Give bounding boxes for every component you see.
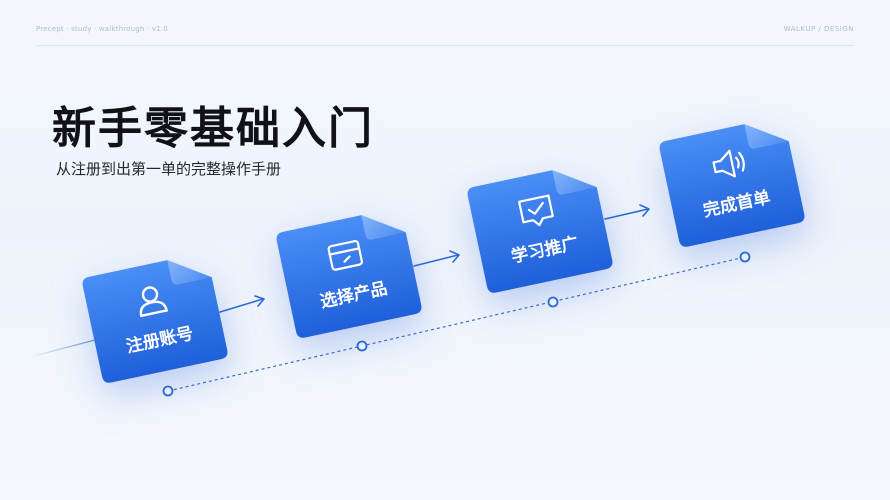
timeline-node-1 [162, 385, 174, 397]
header-left-text: Precept · study · walkthrough · v1.0 [36, 25, 168, 33]
chat-check-icon [517, 194, 554, 227]
step-card-3: 学习推广 [467, 170, 613, 293]
dotted-baseline [167, 256, 746, 392]
top-bar: Precept · study · walkthrough · v1.0 WAL… [36, 25, 854, 46]
timeline-node-2 [356, 340, 368, 352]
header-right-text: WALKUP / DESIGN [783, 25, 854, 33]
connector-3 [604, 204, 650, 220]
page-subtitle: 从注册到出第一单的完整操作手册 [56, 160, 282, 178]
timeline-node-4 [739, 251, 751, 263]
megaphone-icon [712, 149, 745, 178]
user-icon [139, 286, 169, 318]
step-card-1: 注册账号 [82, 260, 228, 383]
connector-1 [219, 295, 265, 313]
connector-2 [413, 250, 460, 267]
timeline-node-3 [547, 296, 559, 308]
step-card-2: 选择产品 [276, 215, 422, 338]
step-card-4: 完成首单 [659, 124, 805, 247]
page-title: 新手零基础入门 [52, 103, 374, 154]
header-divider [36, 45, 854, 46]
lead-in-line [29, 339, 96, 358]
browser-window-icon [327, 239, 363, 271]
